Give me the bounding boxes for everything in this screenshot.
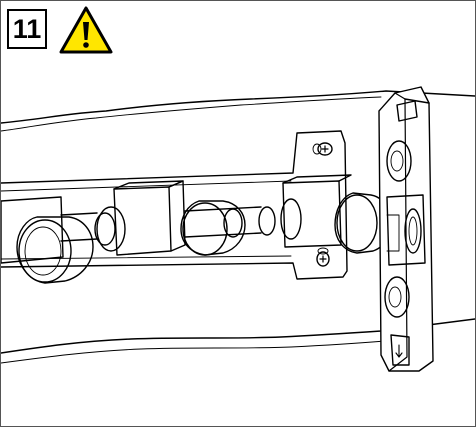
stem-right-ring2 [280,198,302,240]
knob-center-ring [223,208,243,238]
valve-block-left [1,196,64,264]
knob-left-base [96,206,126,252]
wall-upper-edge-rough [1,96,382,132]
knob-center-cap [180,200,246,256]
step-number-badge: 11 [7,9,47,49]
valve-block-right [282,180,342,248]
screw-bottom-icon [316,247,330,267]
stem-right-ring1 [258,206,276,236]
valve-block-center [113,186,172,256]
pipe-segment-2 [184,206,262,238]
knob-left-cap [16,216,94,284]
pipe-segment-1 [60,212,98,242]
wall-lower-edge [1,318,475,354]
knob-right-face [336,194,378,252]
warning-triangle-icon [59,6,113,54]
knob-left-ring [94,212,116,246]
wall-upper-edge [1,90,475,124]
knob-left-face [18,219,72,283]
valve-block-right-top [282,174,352,184]
valve-block-center-side [168,180,186,252]
wall-lower-edge-rough [1,340,386,364]
screw-top-icon [312,142,333,156]
knob-center-face [182,202,228,256]
knob-left-face-inner [24,226,62,276]
step-number: 11 [12,13,42,44]
spirit-level-icon [378,86,434,372]
mounting-plate [1,130,348,280]
